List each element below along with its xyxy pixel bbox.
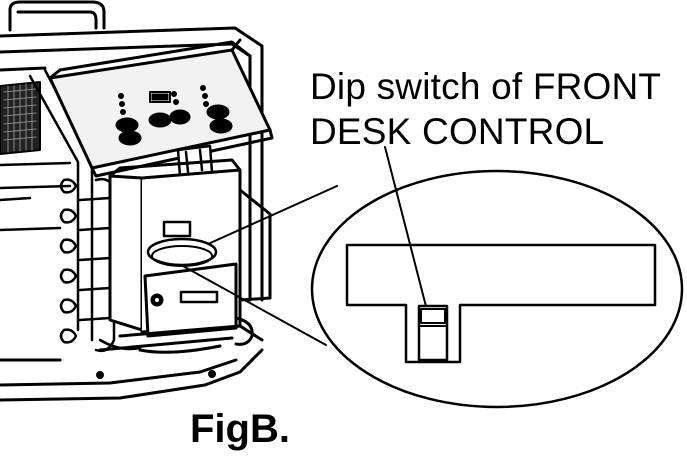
grille [0,81,41,155]
callout-label-line-1: Dip switch of FRONT [310,66,662,107]
control-panel [48,38,274,178]
base-pan [96,316,264,379]
magnifier-circle [310,169,684,409]
front-desk-board [345,243,657,364]
panel-buttons [115,85,233,146]
leader-lines [182,146,431,346]
dip-switch-icon [417,304,449,362]
handle [8,0,106,32]
cover-plate [143,262,238,338]
callout-label-line-2: DESK CONTROL [310,111,605,152]
panel-connector [176,144,214,178]
figure-caption: FigB. [190,407,290,451]
